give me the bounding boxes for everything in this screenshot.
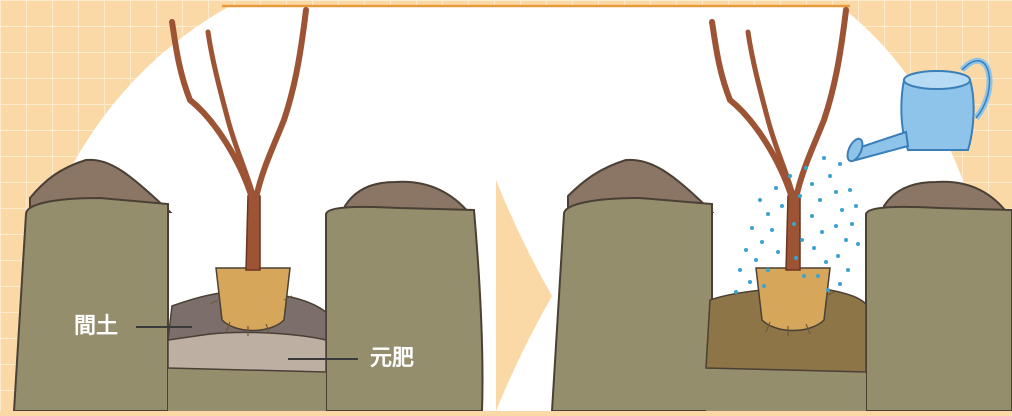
root-hairs <box>209 295 293 336</box>
ground-left <box>12 196 169 412</box>
right-scene <box>550 7 1012 412</box>
interlayer-soil-label: 間土 <box>74 314 119 339</box>
ground-bottom <box>168 368 326 411</box>
base-fertilizer-label: 元肥 <box>370 346 415 371</box>
water-droplets <box>734 156 860 294</box>
ground-right <box>325 205 484 412</box>
ground-left-2 <box>550 196 713 412</box>
right-arrow-icon <box>496 180 552 411</box>
root-ball-2 <box>755 267 831 332</box>
root-hairs-2 <box>765 291 835 336</box>
root-ball <box>215 267 291 332</box>
base-fertilizer-layer <box>167 330 327 373</box>
tree-right <box>709 7 849 271</box>
ground-right-2 <box>865 205 1012 412</box>
left-scene <box>12 7 484 412</box>
tree-left <box>169 7 309 271</box>
soil-mound-right-2 <box>883 180 1011 215</box>
watering-can-icon <box>846 57 993 163</box>
ground-bottom-2 <box>706 368 866 411</box>
soil-mound-right <box>344 180 473 215</box>
